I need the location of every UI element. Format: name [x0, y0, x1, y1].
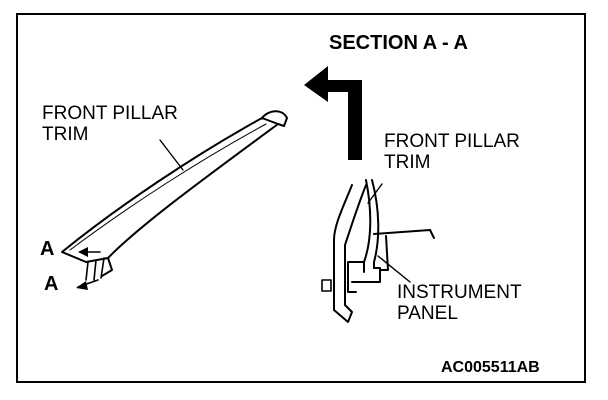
- front-pillar-trim-part: [61, 110, 288, 281]
- leader-instrument-panel: [377, 255, 411, 283]
- section-marker-upper: A: [40, 238, 55, 260]
- leader-front-pillar-left: [159, 139, 184, 171]
- section-marker-lower: A: [44, 273, 59, 295]
- section-direction-arrow: [304, 66, 362, 160]
- label-instrument-panel: INSTRUMENT PANEL: [397, 282, 522, 324]
- diagram-frame: [16, 13, 586, 383]
- section-arrows: [77, 251, 101, 288]
- label-front-pillar-trim-left: FRONT PILLAR TRIM: [42, 103, 178, 145]
- leader-front-pillar-right: [367, 183, 383, 204]
- figure-code: AC005511AB: [441, 359, 540, 376]
- label-front-pillar-trim-right: FRONT PILLAR TRIM: [384, 131, 520, 173]
- section-a-a-cross-section: [321, 179, 435, 323]
- arrow-head-upper: [78, 247, 88, 257]
- arrow-head-lower: [76, 281, 88, 290]
- section-title: SECTION A - A: [329, 32, 468, 54]
